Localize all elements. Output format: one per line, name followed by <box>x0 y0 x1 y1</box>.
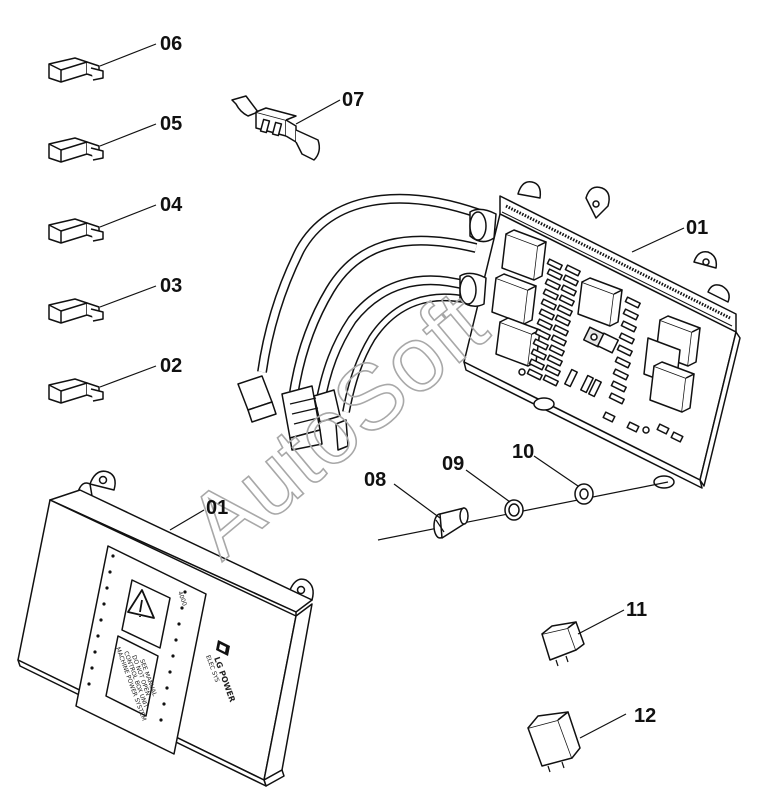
watermark-text: AutoSoft <box>169 272 505 577</box>
label-05: 05 <box>160 113 182 135</box>
label-01-bottom: 01 <box>206 497 228 519</box>
label-09: 09 <box>442 453 464 475</box>
leader-01-bottom <box>169 509 205 531</box>
label-10: 10 <box>512 441 534 463</box>
fuse-clip-05 <box>48 137 104 163</box>
fuse-clip-03 <box>48 298 104 324</box>
control-box-01: MACHINE POWER SYSTEM CONTROL BOX UNIT DO… <box>17 470 314 787</box>
leader-03 <box>99 285 157 308</box>
svg-text:4000: 4000 <box>176 590 188 607</box>
leader-11 <box>577 609 625 635</box>
fuse-clip-04 <box>48 218 104 244</box>
leader-07 <box>295 99 341 125</box>
label-06: 06 <box>160 33 182 55</box>
leader-09 <box>465 469 511 503</box>
washer-09 <box>504 499 524 521</box>
leader-06 <box>99 43 157 67</box>
leader-05 <box>99 123 157 147</box>
label-08: 08 <box>364 469 386 491</box>
leader-01-top <box>631 227 685 253</box>
fuse-clip-06 <box>48 57 104 83</box>
leader-08 <box>393 483 441 519</box>
strip-fuse-07 <box>231 95 321 161</box>
label-07: 07 <box>342 89 364 111</box>
label-02: 02 <box>160 355 182 377</box>
relay-board-01 <box>237 181 741 489</box>
fuse-row-right <box>608 296 641 405</box>
leader-12 <box>579 713 627 739</box>
fuse-row <box>526 258 581 387</box>
washer-10 <box>574 483 594 505</box>
leader-02 <box>99 365 157 388</box>
label-12: 12 <box>634 705 656 727</box>
leader-10 <box>533 455 579 487</box>
label-11: 11 <box>626 599 647 621</box>
fuse-clip-02 <box>48 378 104 404</box>
label-01-top: 01 <box>686 217 708 239</box>
label-03: 03 <box>160 275 182 297</box>
relay-12 <box>527 711 581 773</box>
label-04: 04 <box>160 194 183 216</box>
screw-08 <box>433 507 469 539</box>
relay-11 <box>541 621 585 667</box>
leader-04 <box>99 204 157 228</box>
